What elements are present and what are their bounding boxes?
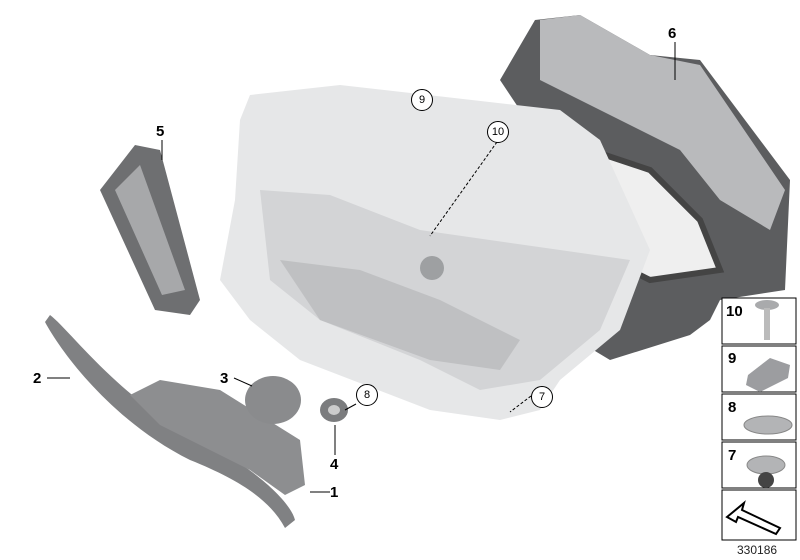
callout-9: 9	[411, 89, 433, 111]
legend-number-7: 7	[728, 447, 737, 464]
trim-strip	[45, 315, 295, 528]
callout-10: 10	[487, 121, 509, 143]
legend-panel	[721, 297, 797, 541]
washer-icon	[743, 415, 793, 435]
legend-number-9: 9	[728, 350, 737, 367]
clip-nut-icon	[746, 358, 790, 392]
handle-cover	[100, 145, 200, 315]
door-trim-panel	[220, 85, 650, 420]
callout-5: 5	[156, 123, 165, 140]
reference-number: 330186	[737, 543, 778, 557]
legend-number-8: 8	[728, 399, 737, 416]
callout-4: 4	[330, 456, 339, 473]
callout-8: 8	[356, 384, 378, 406]
callout-6: 6	[668, 25, 677, 42]
arrow-icon	[725, 500, 782, 536]
armrest	[130, 380, 305, 495]
legend-number-10: 10	[726, 303, 743, 320]
callout-7: 7	[531, 386, 553, 408]
leader-lines	[47, 42, 676, 493]
callout-2: 2	[33, 370, 42, 387]
cover-cap	[245, 376, 301, 424]
push-rivet-icon	[746, 455, 786, 488]
screw-icon	[755, 300, 779, 340]
callout-3: 3	[220, 370, 229, 387]
callout-1: 1	[330, 484, 339, 501]
